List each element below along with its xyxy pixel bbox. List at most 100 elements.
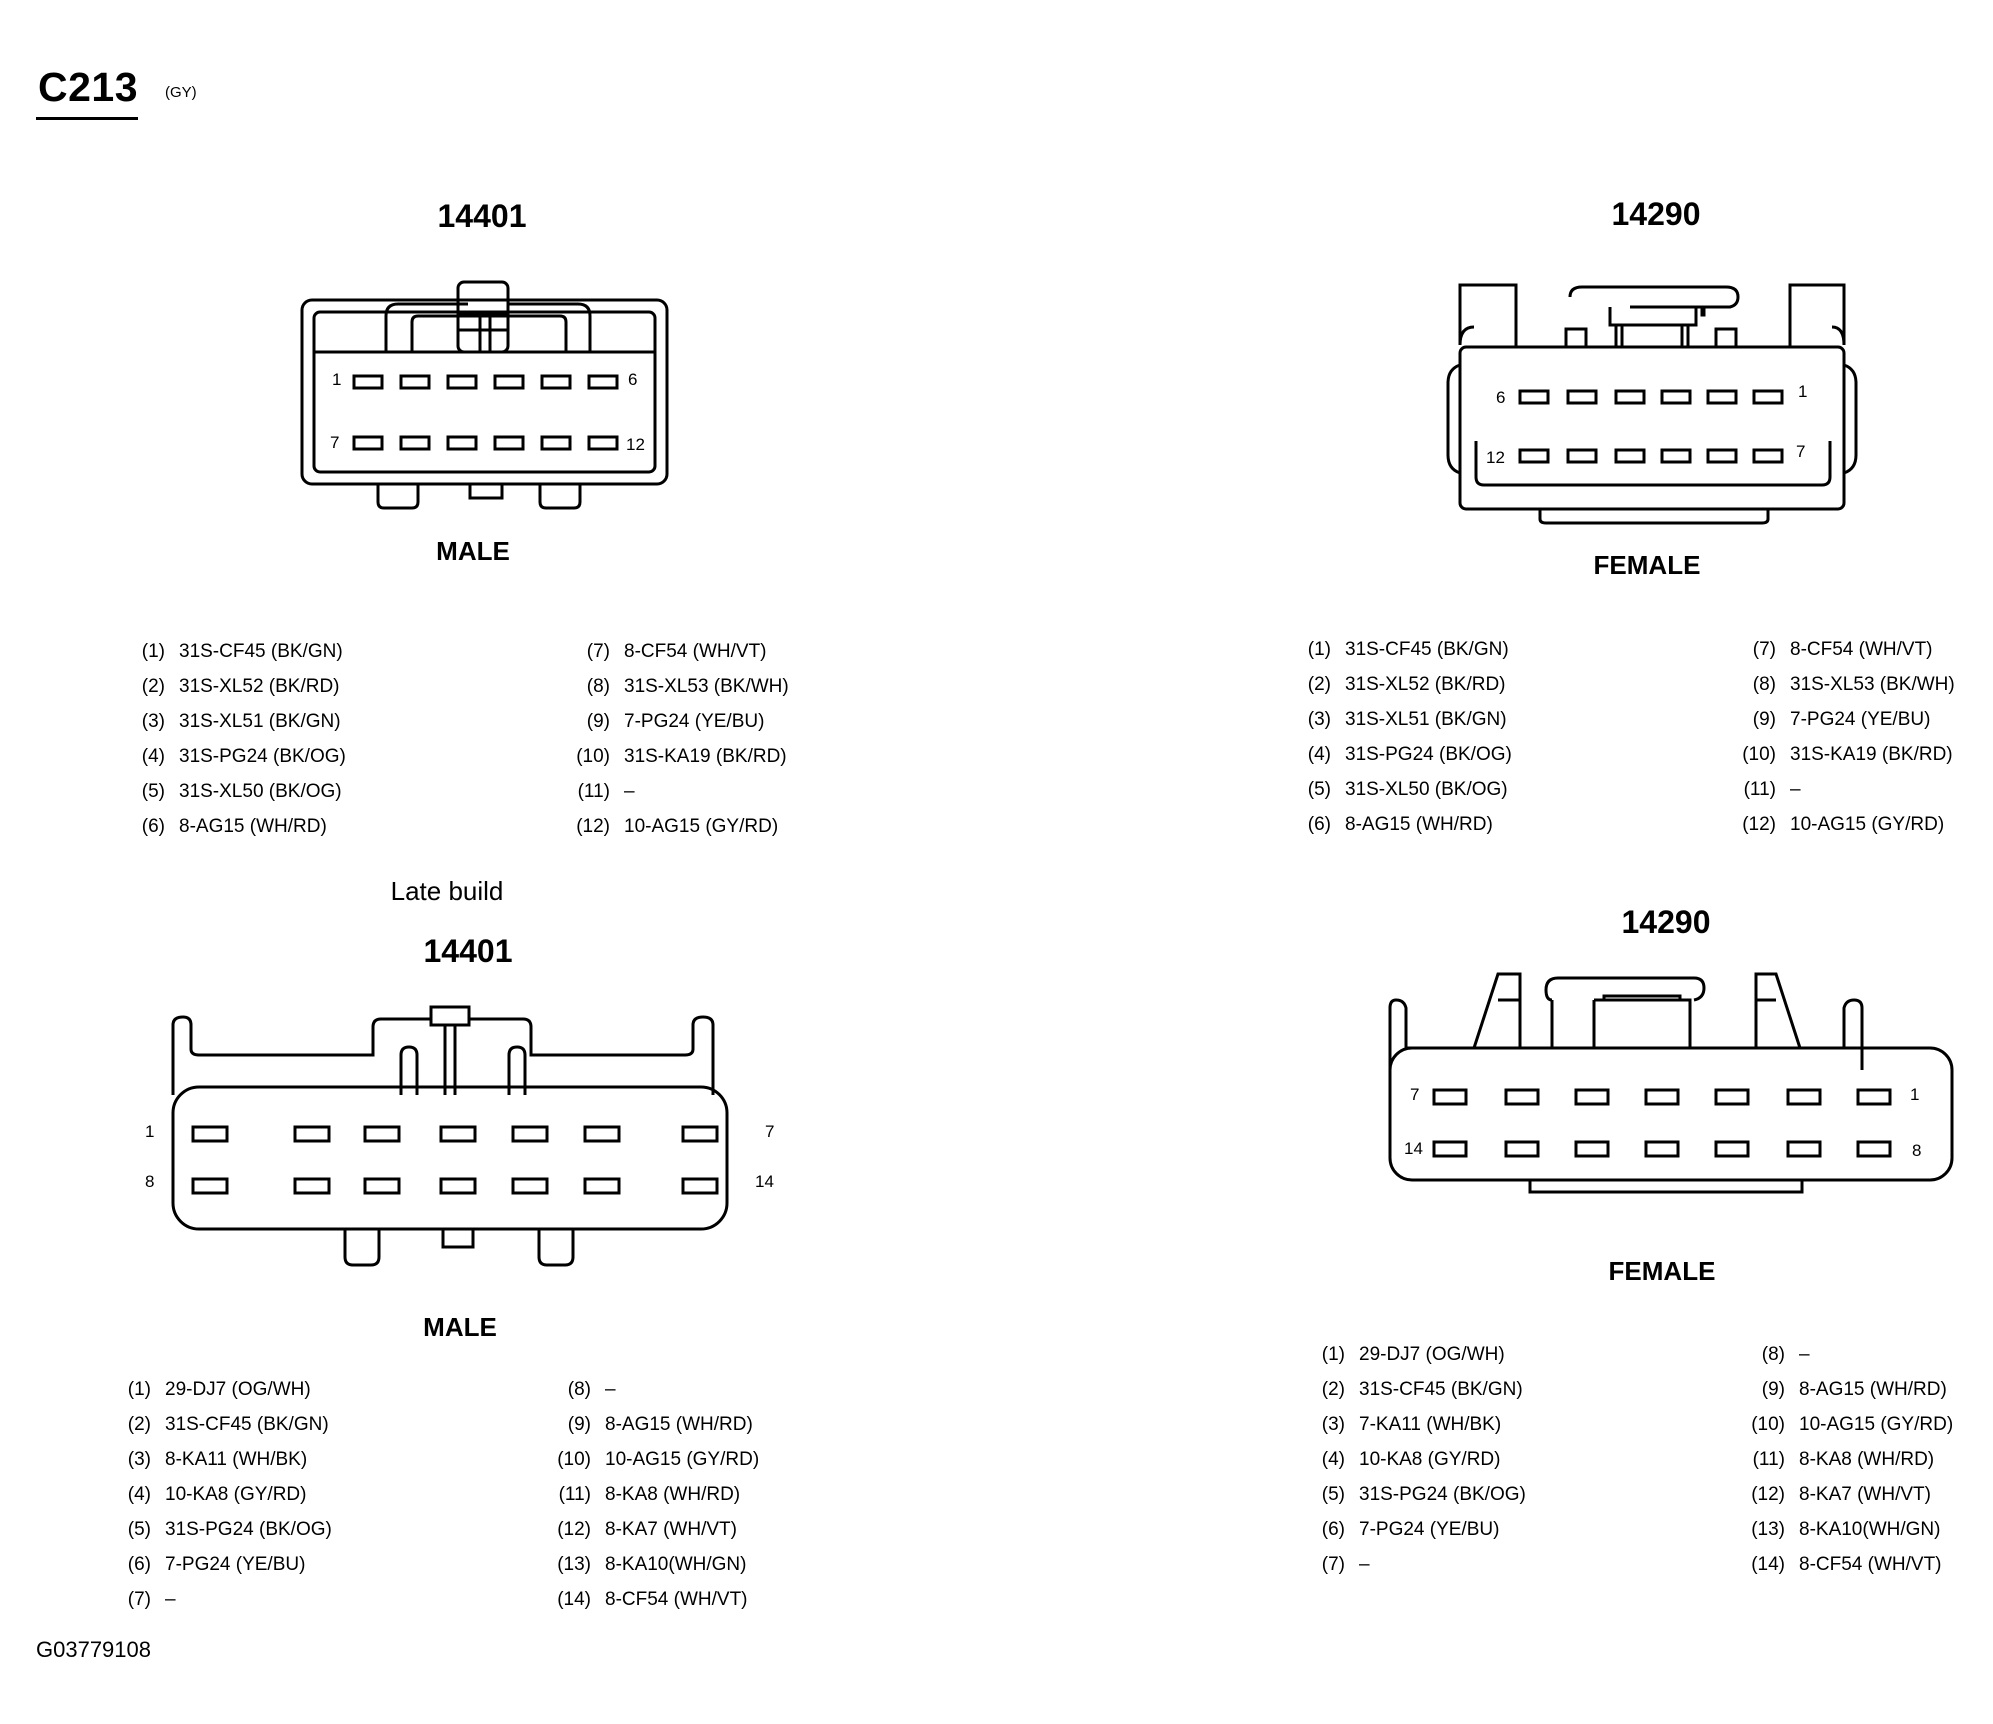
connector-4-part-number: 14290	[1621, 904, 1711, 940]
pin-number: (10)	[1742, 744, 1776, 765]
pin-row: (6) 7-PG24 (YE/BU)	[106, 1547, 332, 1582]
pin-row: (11)8-KA8 (WH/RD)	[546, 1477, 759, 1512]
pin-number: (11)	[1743, 779, 1776, 800]
pin-circuit: 10-AG15 (GY/RD)	[1790, 814, 1945, 835]
connector-1-gender: MALE	[436, 536, 510, 566]
pin-circuit: –	[1359, 1554, 1370, 1575]
pin-circuit: 7-PG24 (YE/BU)	[624, 711, 765, 732]
pin-row: (10) 10-AG15 (GY/RD)	[1740, 1407, 1953, 1442]
pin-row: (9)8-AG15 (WH/RD)	[1740, 1372, 1953, 1407]
connector-4-pin-label: 8	[1912, 1141, 1921, 1160]
pin-number: (9)	[586, 711, 610, 732]
pin-number: (2)	[1321, 1379, 1345, 1400]
pin-number: (1)	[1307, 639, 1331, 660]
connector-2-pin-label: 1	[1798, 382, 1807, 401]
pin-number: (6)	[1307, 814, 1331, 835]
pin-circuit: –	[624, 781, 635, 802]
connector-1-pin-label: 7	[330, 433, 339, 452]
pin-number: (6)	[1321, 1519, 1345, 1540]
pin-number: (1)	[1321, 1344, 1345, 1365]
connector-3-pin-cavities	[191, 1125, 719, 1195]
pin-circuit: 10-KA8 (GY/RD)	[1359, 1449, 1501, 1470]
pin-row: (11)8-KA8 (WH/RD)	[1740, 1442, 1953, 1477]
pin-circuit: 8-KA11 (WH/BK)	[165, 1449, 308, 1470]
pin-circuit: 31S-KA19 (BK/RD)	[1790, 744, 1953, 765]
pin-row: (8)31S-XL53 (BK/WH)	[1731, 667, 1955, 702]
connector-4-pin-label: 14	[1404, 1139, 1423, 1158]
pin-circuit: 8-AG15 (WH/RD)	[605, 1414, 753, 1435]
pin-circuit: 7-PG24 (YE/BU)	[1359, 1519, 1500, 1540]
pin-circuit: 8-AG15 (WH/RD)	[1799, 1379, 1947, 1400]
pin-circuit: 7-PG24 (YE/BU)	[165, 1554, 306, 1575]
pin-row: (14)8-CF54 (WH/VT)	[546, 1582, 759, 1617]
pin-row: (1)31S-CF45 (BK/GN)	[1286, 632, 1512, 667]
connector-1-pin-label: 1	[332, 370, 341, 389]
pin-number: (5)	[1321, 1484, 1345, 1505]
pin-number: (11)	[577, 781, 610, 802]
pin-circuit: 31S-XL51 (BK/GN)	[1345, 709, 1507, 730]
pin-number: (2)	[141, 676, 165, 697]
pin-circuit: –	[605, 1379, 616, 1400]
pin-row: (14)8-CF54 (WH/VT)	[1740, 1547, 1953, 1582]
pin-number: (5)	[141, 781, 165, 802]
connector-3-pin-label: 8	[145, 1172, 154, 1191]
pin-row: (3) 8-KA11 (WH/BK)	[106, 1442, 332, 1477]
connector-2-face-drawing: 6 1 12 7	[1446, 283, 1858, 525]
pin-number: (10)	[576, 746, 610, 767]
pin-circuit: 31S-KA19 (BK/RD)	[624, 746, 787, 767]
pin-circuit: 31S-CF45 (BK/GN)	[165, 1414, 329, 1435]
connector-2-pin-label: 7	[1796, 442, 1805, 461]
pin-number: (7)	[1321, 1554, 1345, 1575]
pin-row: (4)10-KA8 (GY/RD)	[106, 1477, 332, 1512]
pin-number: (1)	[141, 641, 165, 662]
pin-row: (13)8-KA10(WH/GN)	[546, 1547, 759, 1582]
connector-2-pin-label: 6	[1496, 388, 1505, 407]
pin-row: (11)–	[565, 774, 789, 809]
connector-4-pin-label: 7	[1410, 1085, 1419, 1104]
pin-number: (7)	[127, 1589, 151, 1610]
pin-row: (7)8-CF54 (WH/VT)	[1731, 632, 1955, 667]
pin-row: (5) 31S-PG24 (BK/OG)	[1300, 1477, 1526, 1512]
pin-number: (6)	[127, 1554, 151, 1575]
pin-circuit: 8-CF54 (WH/VT)	[605, 1589, 748, 1610]
connector-1-pin-label: 6	[628, 370, 637, 389]
pin-number: (8)	[567, 1379, 591, 1400]
pin-circuit: 31S-PG24 (BK/OG)	[179, 746, 346, 767]
connector-4-pin-cavities	[1432, 1088, 1892, 1158]
pin-row: (4)10-KA8 (GY/RD)	[1300, 1442, 1526, 1477]
pin-number: (10)	[1751, 1414, 1785, 1435]
connector-2-pin-cavities	[1518, 389, 1784, 464]
pin-circuit: 8-CF54 (WH/VT)	[624, 641, 767, 662]
pin-number: (11)	[558, 1484, 591, 1505]
connector-2-pin-label: 12	[1486, 448, 1505, 467]
pin-row: (12)10-AG15 (GY/RD)	[565, 809, 789, 844]
pin-number: (4)	[127, 1484, 151, 1505]
pin-circuit: 8-KA10(WH/GN)	[605, 1554, 747, 1575]
pin-number: (8)	[1752, 674, 1776, 695]
pin-circuit: 8-CF54 (WH/VT)	[1790, 639, 1933, 660]
connector-2-part-number: 14290	[1611, 196, 1701, 232]
pin-row: (13)8-KA10(WH/GN)	[1740, 1512, 1953, 1547]
pin-circuit: 31S-PG24 (BK/OG)	[1359, 1484, 1526, 1505]
pin-row: (5)31S-PG24 (BK/OG)	[106, 1512, 332, 1547]
pin-row: (7) 8-CF54 (WH/VT)	[565, 634, 789, 669]
pin-row: (10)10-AG15 (GY/RD)	[546, 1442, 759, 1477]
connector-1-part-number: 14401	[437, 198, 527, 234]
pin-row: (4) 31S-PG24 (BK/OG)	[120, 739, 346, 774]
pin-circuit: 8-KA10(WH/GN)	[1799, 1519, 1941, 1540]
pin-row: (1)29-DJ7 (OG/WH)	[106, 1372, 332, 1407]
pin-circuit: 31S-PG24 (BK/OG)	[165, 1519, 332, 1540]
pin-number: (7)	[586, 641, 610, 662]
pin-number: (3)	[127, 1449, 151, 1470]
pin-number: (4)	[141, 746, 165, 767]
connector-4-pin-label: 1	[1910, 1085, 1919, 1104]
pin-row: (9) 7-PG24 (YE/BU)	[565, 704, 789, 739]
pin-circuit: 10-AG15 (GY/RD)	[605, 1449, 760, 1470]
pin-circuit: 29-DJ7 (OG/WH)	[1359, 1344, 1505, 1365]
pin-row: (9)7-PG24 (YE/BU)	[1731, 702, 1955, 737]
pin-circuit: 10-AG15 (GY/RD)	[1799, 1414, 1954, 1435]
pin-row: (11)–	[1731, 772, 1955, 807]
pin-number: (8)	[1761, 1344, 1785, 1365]
pin-row: (1)31S-CF45 (BK/GN)	[120, 634, 346, 669]
pin-circuit: 7-PG24 (YE/BU)	[1790, 709, 1931, 730]
